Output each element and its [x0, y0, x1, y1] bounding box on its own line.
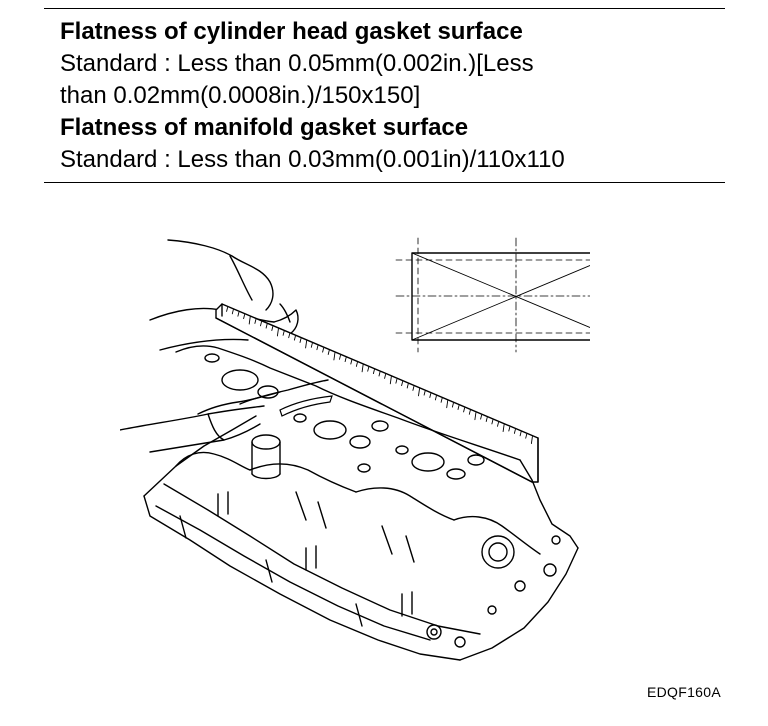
- ruler-tick: [327, 350, 330, 355]
- lower-hand-icon: [120, 379, 329, 453]
- feeler-gauge-icon: [279, 395, 333, 417]
- ruler-tick: [480, 414, 483, 420]
- top-rule: [44, 8, 725, 9]
- ruler-tick: [384, 373, 387, 379]
- flatness-specifications: Flatness of cylinder head gasket surface…: [60, 16, 720, 176]
- ruler-tick: [412, 385, 415, 391]
- ruler-tick: [282, 330, 285, 336]
- ruler-tick: [446, 400, 449, 409]
- cylinder-head-standard-line2: than 0.02mm(0.0008in.)/150x150]: [60, 82, 421, 109]
- ruler-tick: [463, 407, 466, 413]
- ruler-tick: [395, 378, 398, 384]
- ruler-tick: [497, 421, 499, 427]
- ruler-tick: [525, 433, 528, 439]
- straightedge-icon: [215, 303, 539, 483]
- ruler-tick: [530, 436, 533, 445]
- ruler-tick: [293, 335, 296, 341]
- ruler-tick: [457, 405, 460, 410]
- cylinder-head-flatness-illustration: [120, 237, 590, 661]
- ruler-tick: [378, 371, 381, 377]
- ruler-tick: [491, 419, 494, 425]
- ruler-tick: [418, 388, 420, 397]
- measurement-pattern-icon: [395, 237, 590, 353]
- bottom-rule: [44, 182, 725, 183]
- ruler-tick: [519, 431, 522, 437]
- ruler-tick: [231, 309, 234, 315]
- ruler-tick: [355, 361, 358, 367]
- ruler-tick: [423, 390, 426, 396]
- ruler-tick: [333, 352, 336, 361]
- ruler-tick: [260, 321, 262, 327]
- ruler-tick: [451, 402, 454, 408]
- ruler-tick: [508, 426, 511, 432]
- ruler-tick: [254, 318, 257, 324]
- figure-id-label: EDQF160A: [647, 684, 721, 700]
- ruler-tick: [310, 342, 313, 348]
- ruler-tick: [350, 359, 353, 365]
- cylinder-head-standard-line1: Standard : Less than 0.05mm(0.002in.)[Le…: [60, 50, 534, 77]
- ruler-tick: [434, 395, 437, 401]
- ruler-tick: [288, 333, 291, 339]
- ruler-tick: [339, 354, 341, 360]
- ruler-tick: [322, 347, 325, 353]
- ruler-tick: [305, 340, 308, 349]
- ruler-tick: [248, 316, 251, 325]
- manifold-heading: Flatness of manifold gasket surface: [60, 114, 469, 141]
- ruler-tick: [271, 326, 274, 331]
- ruler-tick: [344, 357, 347, 363]
- ruler-tick: [389, 376, 392, 385]
- ruler-tick: [243, 314, 246, 320]
- ruler-tick: [316, 345, 319, 351]
- ruler-tick: [226, 306, 229, 312]
- manifold-standard-line: Standard : Less than 0.03mm(0.001in)/110…: [60, 146, 565, 173]
- ruler-tick: [299, 338, 302, 343]
- ruler-tick: [361, 364, 364, 373]
- ruler-tick: [406, 383, 409, 389]
- ruler-tick: [237, 311, 240, 317]
- cylinder-head-icon: [143, 345, 579, 661]
- ruler-tick: [372, 369, 375, 375]
- ruler-tick: [502, 424, 505, 433]
- ruler-tick: [440, 397, 443, 403]
- ruler-tick: [401, 381, 404, 387]
- ruler-tick: [513, 428, 516, 434]
- ruler-tick: [265, 323, 268, 329]
- ruler-tick: [367, 366, 370, 372]
- ruler-tick: [468, 409, 471, 415]
- ruler-tick: [485, 417, 488, 422]
- ruler-tick: [429, 393, 432, 398]
- ruler-tick: [474, 412, 477, 421]
- ruler-tick: [276, 328, 279, 337]
- cylinder-head-heading: Flatness of cylinder head gasket surface: [60, 18, 523, 45]
